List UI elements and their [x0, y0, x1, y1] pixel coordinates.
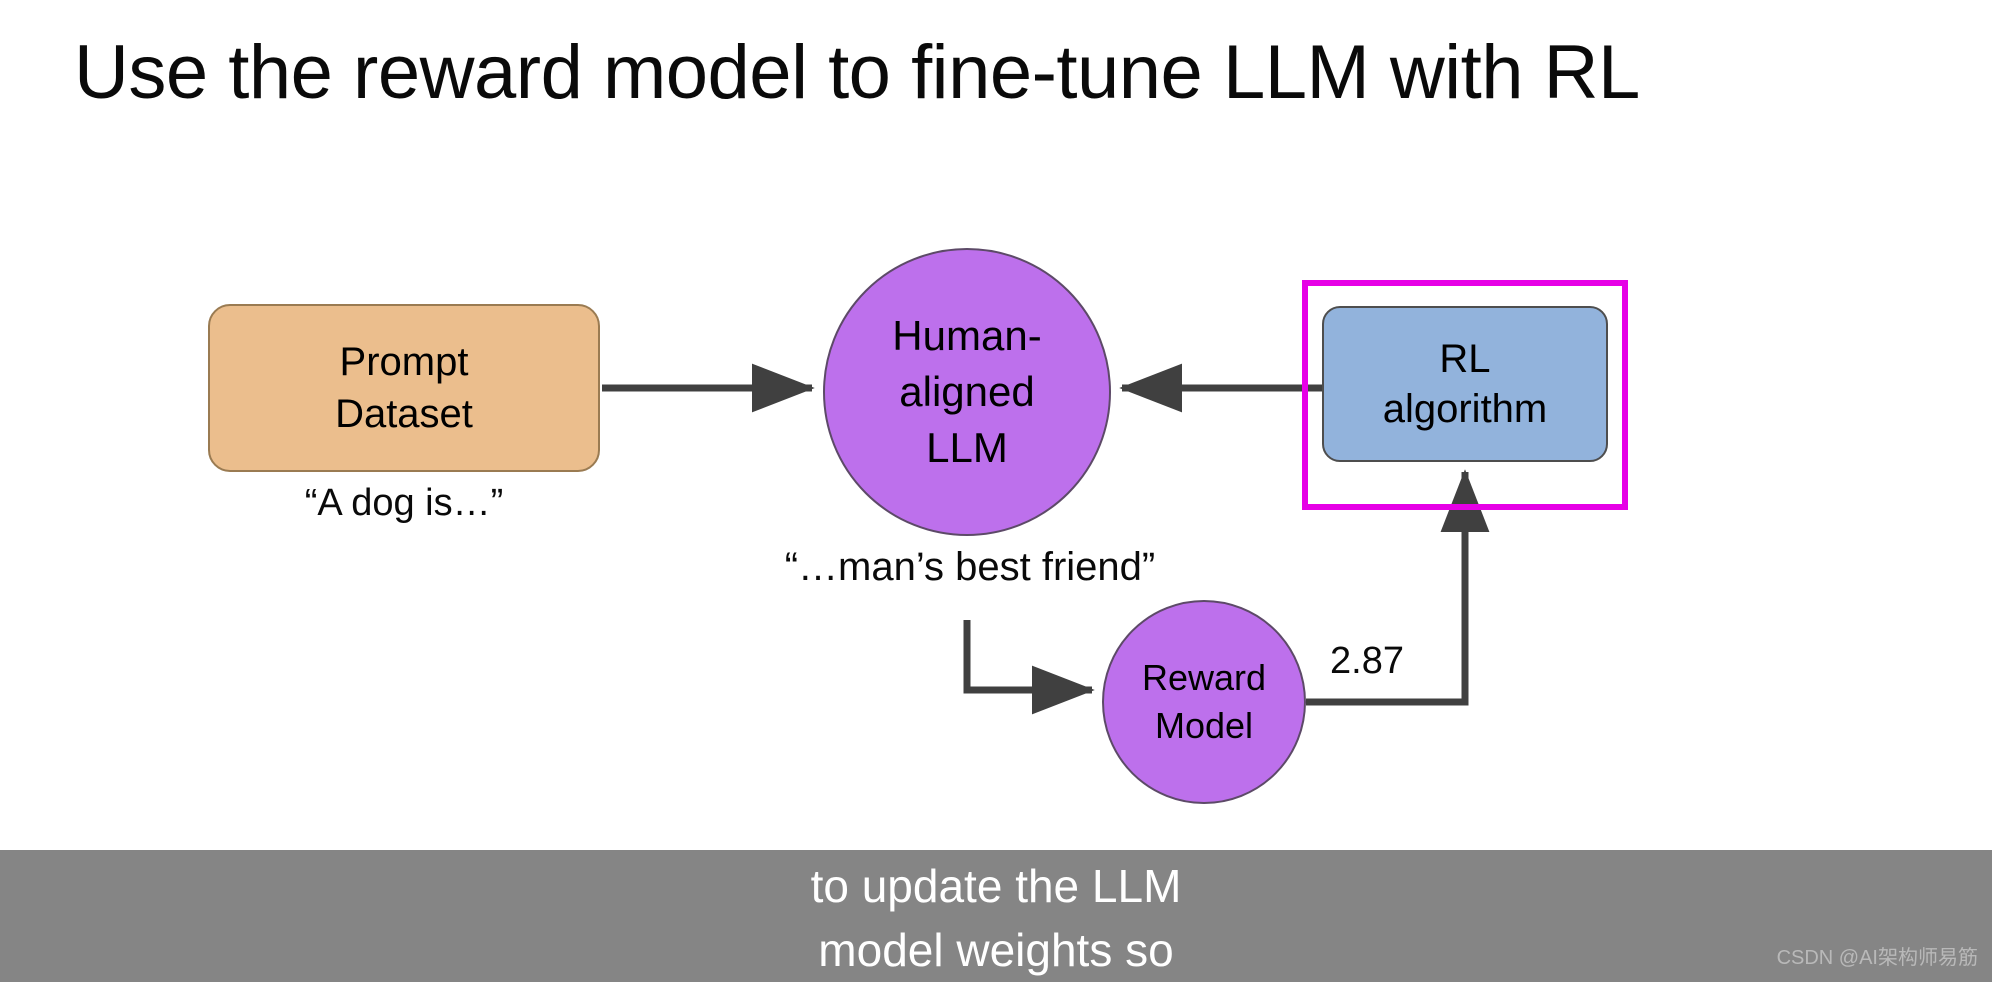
label-reward-score: 2.87 — [1330, 640, 1404, 682]
arrow-llm-to-reward-model — [963, 620, 1095, 715]
node-prompt-dataset[interactable]: Prompt Dataset — [208, 304, 600, 472]
reward-model-label-line1: Reward — [1141, 657, 1267, 698]
caption-text: to update the LLM model weights so — [0, 854, 1992, 982]
rl-algorithm-label-line2: algorithm — [1382, 387, 1548, 431]
caption-line-1: to update the LLM — [810, 860, 1182, 912]
caption-line-2: model weights so — [818, 924, 1174, 976]
node-reward-model[interactable]: Reward Model — [1102, 600, 1306, 804]
page-title: Use the reward model to fine-tune LLM wi… — [74, 30, 1640, 115]
node-rl-algorithm[interactable]: RL algorithm — [1322, 306, 1608, 462]
highlight-box-rl-algorithm — [1302, 280, 1628, 510]
reward-model-label-line2: Model — [1154, 705, 1254, 746]
label-llm-completion: “…man’s best friend” — [784, 545, 1156, 589]
watermark-text: CSDN @AI架构师易筋 — [1776, 947, 1978, 969]
node-human-aligned-llm[interactable]: Human- aligned LLM — [823, 248, 1111, 536]
human-aligned-llm-label-line3: LLM — [926, 424, 1008, 471]
prompt-dataset-label-line2: Dataset — [335, 392, 473, 436]
label-prompt-example: “A dog is…” — [304, 482, 504, 524]
prompt-dataset-label-line1: Prompt — [339, 340, 469, 384]
human-aligned-llm-label-line2: aligned — [899, 368, 1035, 415]
caption-bar: to update the LLM model weights so CSDN … — [0, 850, 1992, 982]
rl-algorithm-label-line1: RL — [1439, 337, 1491, 381]
human-aligned-llm-label-line1: Human- — [892, 312, 1042, 359]
